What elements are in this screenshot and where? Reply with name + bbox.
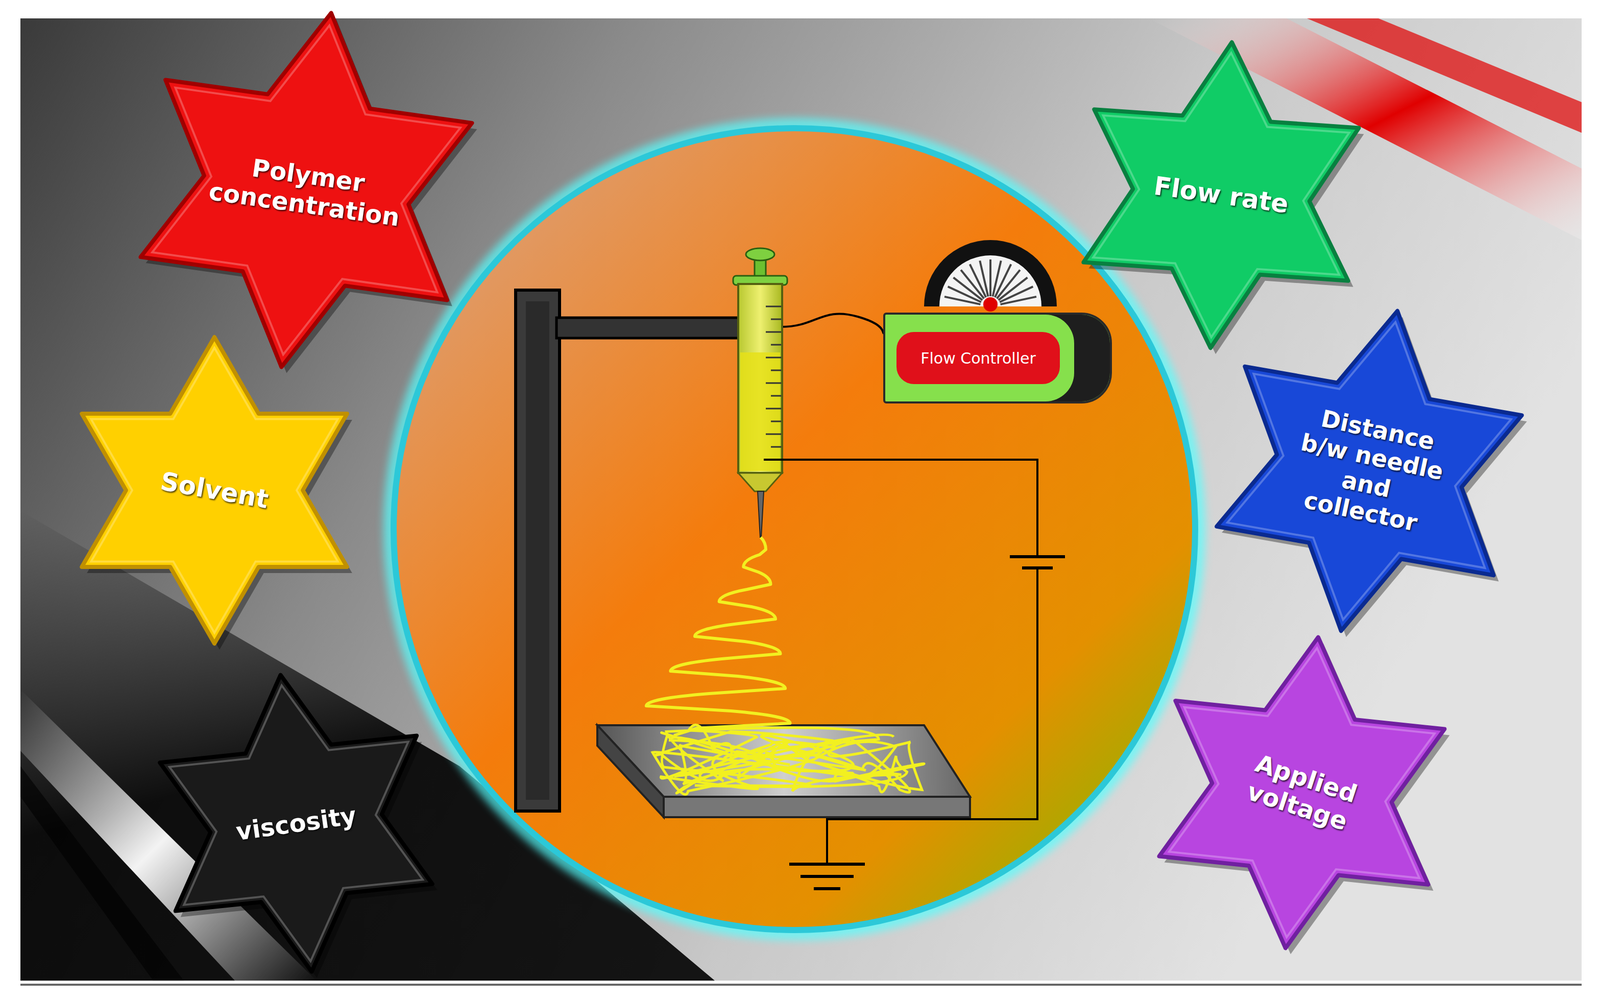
parameter-star: Applied voltage bbox=[1145, 636, 1459, 949]
parameter-star: Solvent bbox=[61, 336, 368, 644]
parameter-star: Polymer concentration bbox=[127, 11, 486, 369]
parameter-star: Flow rate bbox=[1068, 41, 1375, 349]
parameter-star: viscosity bbox=[147, 673, 446, 973]
flow-controller-box: Flow Controller bbox=[883, 312, 1112, 404]
device-label: Flow Controller bbox=[920, 349, 1036, 368]
flow-controller-display: Flow Controller bbox=[896, 331, 1060, 384]
parameter-star: Distance b/w needle and collector bbox=[1206, 308, 1532, 634]
